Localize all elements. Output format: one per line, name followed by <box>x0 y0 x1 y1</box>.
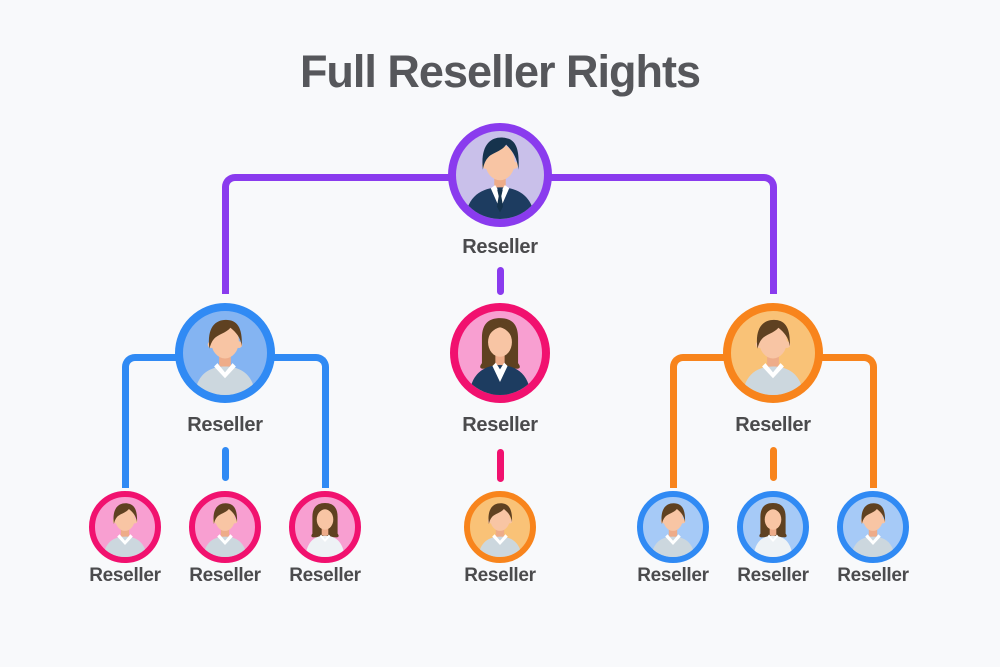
person-avatar-icon <box>651 503 695 557</box>
node-l3-left-2 <box>189 491 261 563</box>
node-l2-right <box>723 303 823 403</box>
node-l3-left-1-label: Reseller <box>89 565 161 586</box>
node-l3-left-2-label: Reseller <box>189 565 261 586</box>
node-l3-right-3 <box>837 491 909 563</box>
person-avatar-icon <box>478 503 522 557</box>
person-avatar-icon <box>103 503 147 557</box>
node-l3-right-2 <box>737 491 809 563</box>
node-l3-right-2-label: Reseller <box>737 565 809 586</box>
node-l2-right-label: Reseller <box>735 414 811 436</box>
node-l2-left <box>175 303 275 403</box>
node-l3-right-1 <box>637 491 709 563</box>
node-l3-center-1-label: Reseller <box>464 565 536 586</box>
person-avatar-icon <box>305 503 345 557</box>
node-l3-left-3 <box>289 491 361 563</box>
connector-root-center <box>496 267 504 295</box>
node-l3-right-1-label: Reseller <box>637 565 709 586</box>
node-l2-center-label: Reseller <box>462 414 538 436</box>
person-avatar-icon <box>742 319 804 395</box>
node-l3-left-1 <box>89 491 161 563</box>
node-l3-left-3-label: Reseller <box>289 565 361 586</box>
person-avatar-icon <box>465 137 535 219</box>
node-l2-center <box>450 303 550 403</box>
node-l2-left-label: Reseller <box>187 414 263 436</box>
connector-right-center <box>769 447 777 481</box>
connector-left-center <box>221 447 229 481</box>
node-l3-center-1 <box>464 491 536 563</box>
node-l3-right-3-label: Reseller <box>837 565 909 586</box>
chart-title: Full Reseller Rights <box>299 46 701 97</box>
connector-center-child <box>496 449 504 482</box>
node-root-label: Reseller <box>462 236 538 258</box>
person-avatar-icon <box>203 503 247 557</box>
person-avatar-icon <box>194 319 256 395</box>
person-avatar-icon <box>851 503 895 557</box>
person-avatar-icon <box>753 503 793 557</box>
person-avatar-icon <box>469 318 531 395</box>
node-root <box>448 123 552 227</box>
